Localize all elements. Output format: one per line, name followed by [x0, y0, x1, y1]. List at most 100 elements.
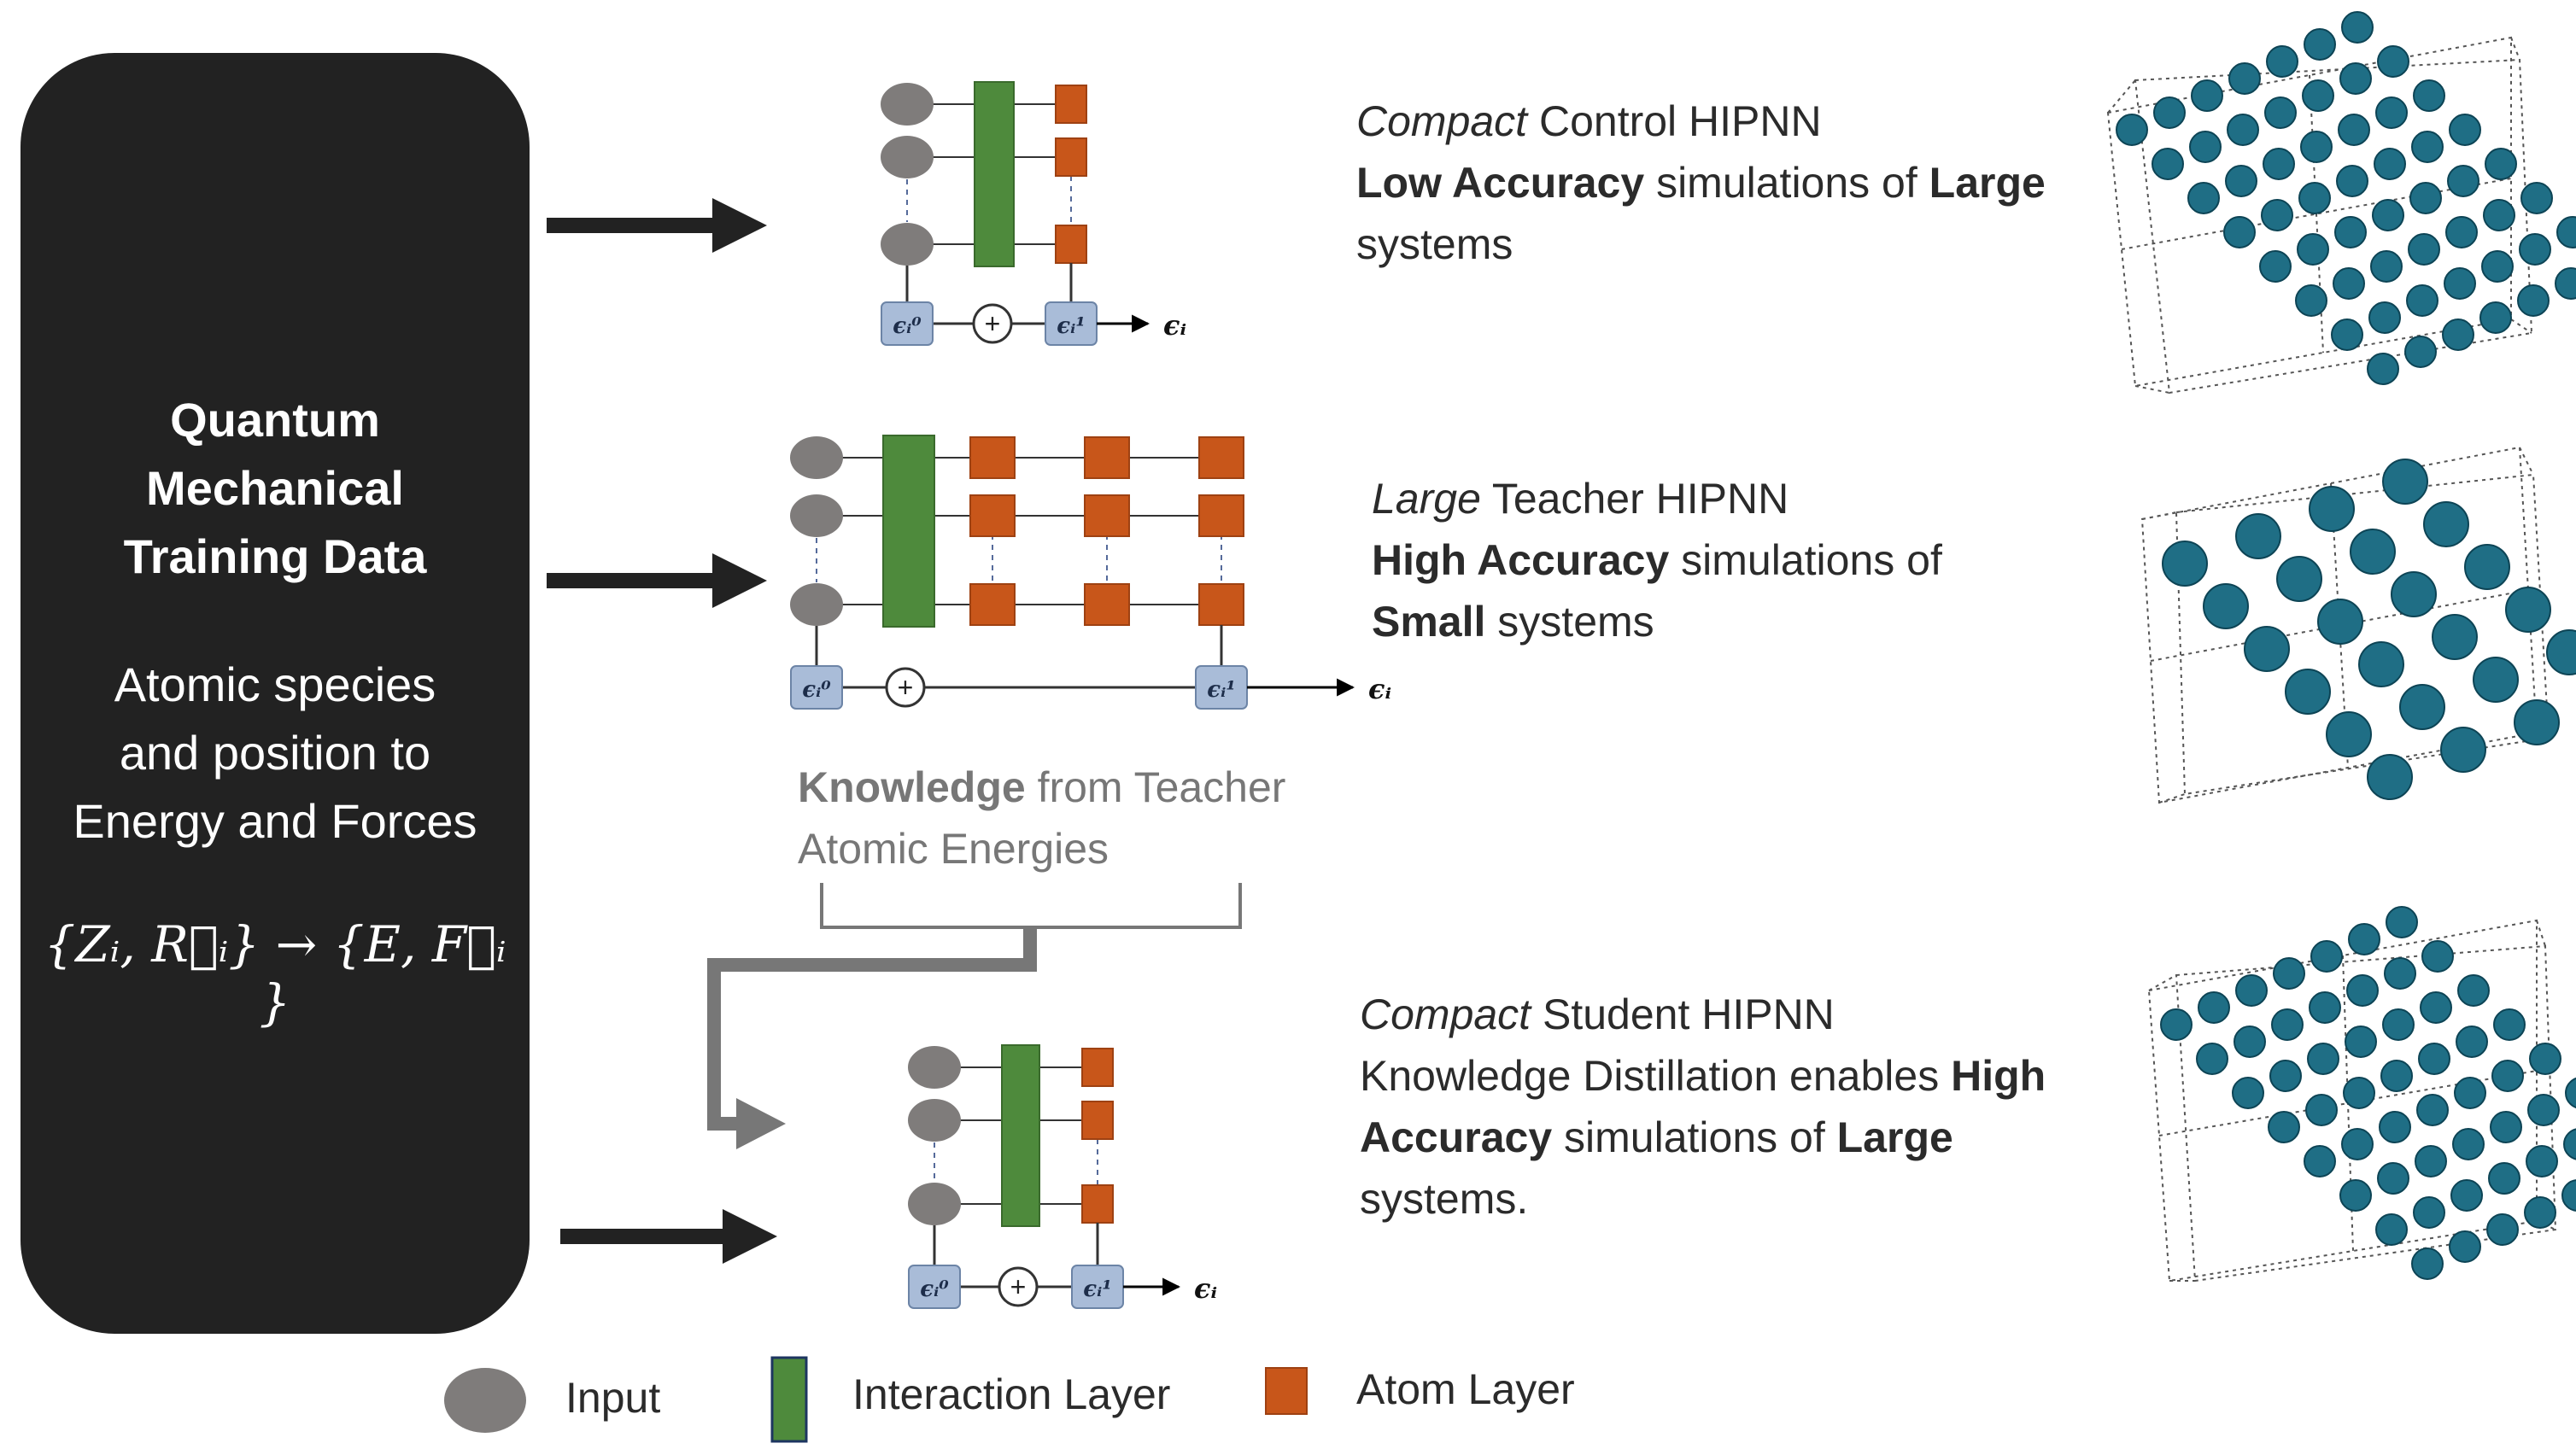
model-name: Compact Student HIPNN — [1360, 984, 2046, 1045]
legend-atom-label: Atom Layer — [1356, 1365, 1575, 1413]
energy-box — [908, 1265, 961, 1309]
atom-sphere — [2153, 96, 2186, 129]
energy-label: ϵᵢ⁰ — [893, 313, 922, 339]
model-line: systems. — [1360, 1168, 2046, 1230]
atom-layer — [1198, 494, 1244, 537]
cube-edge — [2536, 920, 2546, 947]
atom-sphere — [2223, 216, 2256, 248]
atom-layer — [1081, 1048, 1114, 1087]
atom-sphere — [2473, 657, 2519, 703]
model-name-italic: Compact — [1360, 990, 1531, 1038]
model-description-student: Compact Student HIPNN Knowledge Distilla… — [1360, 984, 2046, 1230]
atom-sphere — [2302, 79, 2334, 112]
atom-sphere — [2268, 1111, 2300, 1143]
atom-sphere — [2444, 267, 2476, 300]
atom-sphere — [2331, 318, 2363, 351]
atom-sphere — [2449, 114, 2481, 146]
bold-text: Accuracy — [1360, 1113, 1553, 1161]
legend-interaction-icon — [770, 1356, 808, 1443]
atom-sphere — [2276, 556, 2322, 602]
arrow-to-teacher-head — [712, 553, 767, 608]
atom-sphere — [2326, 711, 2372, 757]
atom-sphere — [2196, 1043, 2228, 1075]
atom-sphere — [2529, 1043, 2561, 1075]
atom-sphere — [2300, 131, 2333, 163]
text: Knowledge Distillation enables — [1360, 1052, 1952, 1100]
atom-sphere — [2491, 1060, 2524, 1092]
legend-input-icon — [444, 1368, 526, 1433]
atom-sphere — [2413, 79, 2445, 112]
knowledge-rest: from Teacher — [1025, 763, 1286, 811]
atom-sphere — [2375, 1213, 2408, 1246]
input-node — [908, 1183, 961, 1225]
legend-shapes — [444, 1356, 1308, 1443]
atom-sphere — [2488, 1162, 2520, 1195]
atom-sphere — [2350, 529, 2396, 575]
panel-title-line: Training Data — [123, 529, 427, 583]
atom-sphere — [2374, 148, 2406, 180]
atom-sphere — [2406, 284, 2438, 317]
input-node — [881, 136, 934, 178]
atom-sphere — [2297, 233, 2329, 266]
atom-sphere — [2261, 199, 2293, 231]
atom-sphere — [2304, 1145, 2336, 1177]
model-description-teacher: Large Teacher HIPNN High Accuracy simula… — [1372, 468, 1942, 652]
atom-sphere — [2152, 148, 2184, 180]
legend-atom-icon — [1265, 1367, 1308, 1415]
model-description-control: Compact Control HIPNN Low Accuracy simul… — [1356, 91, 2046, 275]
atom-sphere — [2345, 1026, 2377, 1058]
energy-label: ϵᵢ¹ — [1057, 313, 1085, 339]
bold-text: High — [1951, 1052, 2046, 1100]
atom-sphere — [2526, 1145, 2558, 1177]
bold-text: Large — [1836, 1113, 1953, 1161]
atom-sphere — [2367, 754, 2413, 800]
sum-node — [972, 303, 1013, 344]
output-label: ϵᵢ — [1368, 673, 1391, 705]
atom-sphere — [2341, 1128, 2374, 1160]
atom-layer — [1055, 225, 1087, 264]
atom-sphere — [2493, 1008, 2526, 1041]
atom-sphere — [2404, 336, 2437, 368]
model-name: Large Teacher HIPNN — [1372, 468, 1942, 529]
atom-sphere — [2346, 974, 2379, 1007]
atom-sphere — [2399, 684, 2445, 730]
atom-sphere — [2298, 182, 2331, 214]
atom-sphere — [2372, 199, 2404, 231]
plus-sign: + — [898, 672, 914, 703]
input-node — [790, 436, 843, 479]
atom-sphere — [2198, 991, 2230, 1024]
atom-sphere — [2380, 1060, 2413, 1092]
panel-title-line: Mechanical — [146, 461, 404, 515]
atom-sphere — [2382, 1008, 2415, 1041]
cube-partition — [2158, 1070, 2538, 1137]
sum-node — [885, 667, 926, 708]
atom-sphere — [2421, 940, 2454, 973]
atom-sphere — [2370, 250, 2403, 283]
model-line: High Accuracy simulations of — [1372, 529, 1942, 591]
atom-sphere — [2305, 1094, 2338, 1126]
atom-sphere — [2486, 1213, 2519, 1246]
atom-sphere — [2358, 641, 2404, 687]
atom-sphere — [2423, 501, 2469, 547]
energy-label: ϵᵢ¹ — [1083, 1277, 1111, 1302]
atom-sphere — [2338, 114, 2370, 146]
knowledge-line2: Atomic Energies — [798, 825, 1109, 873]
atom-sphere — [2116, 114, 2148, 146]
atom-cube-large-1 — [2106, 11, 2576, 394]
atom-sphere — [2160, 1008, 2193, 1041]
atom-layer — [969, 583, 1016, 626]
model-name-italic: Compact — [1356, 97, 1528, 145]
input-node — [790, 583, 843, 626]
plus-sign: + — [985, 308, 1001, 339]
atom-sphere — [2514, 699, 2560, 745]
atom-layer — [1055, 85, 1087, 124]
atom-sphere — [2295, 284, 2327, 317]
atom-sphere — [2266, 45, 2298, 78]
atom-sphere — [2517, 284, 2550, 317]
atom-sphere — [2367, 353, 2399, 385]
atom-sphere — [2307, 1043, 2339, 1075]
atom-sphere — [2386, 906, 2418, 938]
panel-title: Quantum Mechanical Training Data — [20, 386, 530, 591]
